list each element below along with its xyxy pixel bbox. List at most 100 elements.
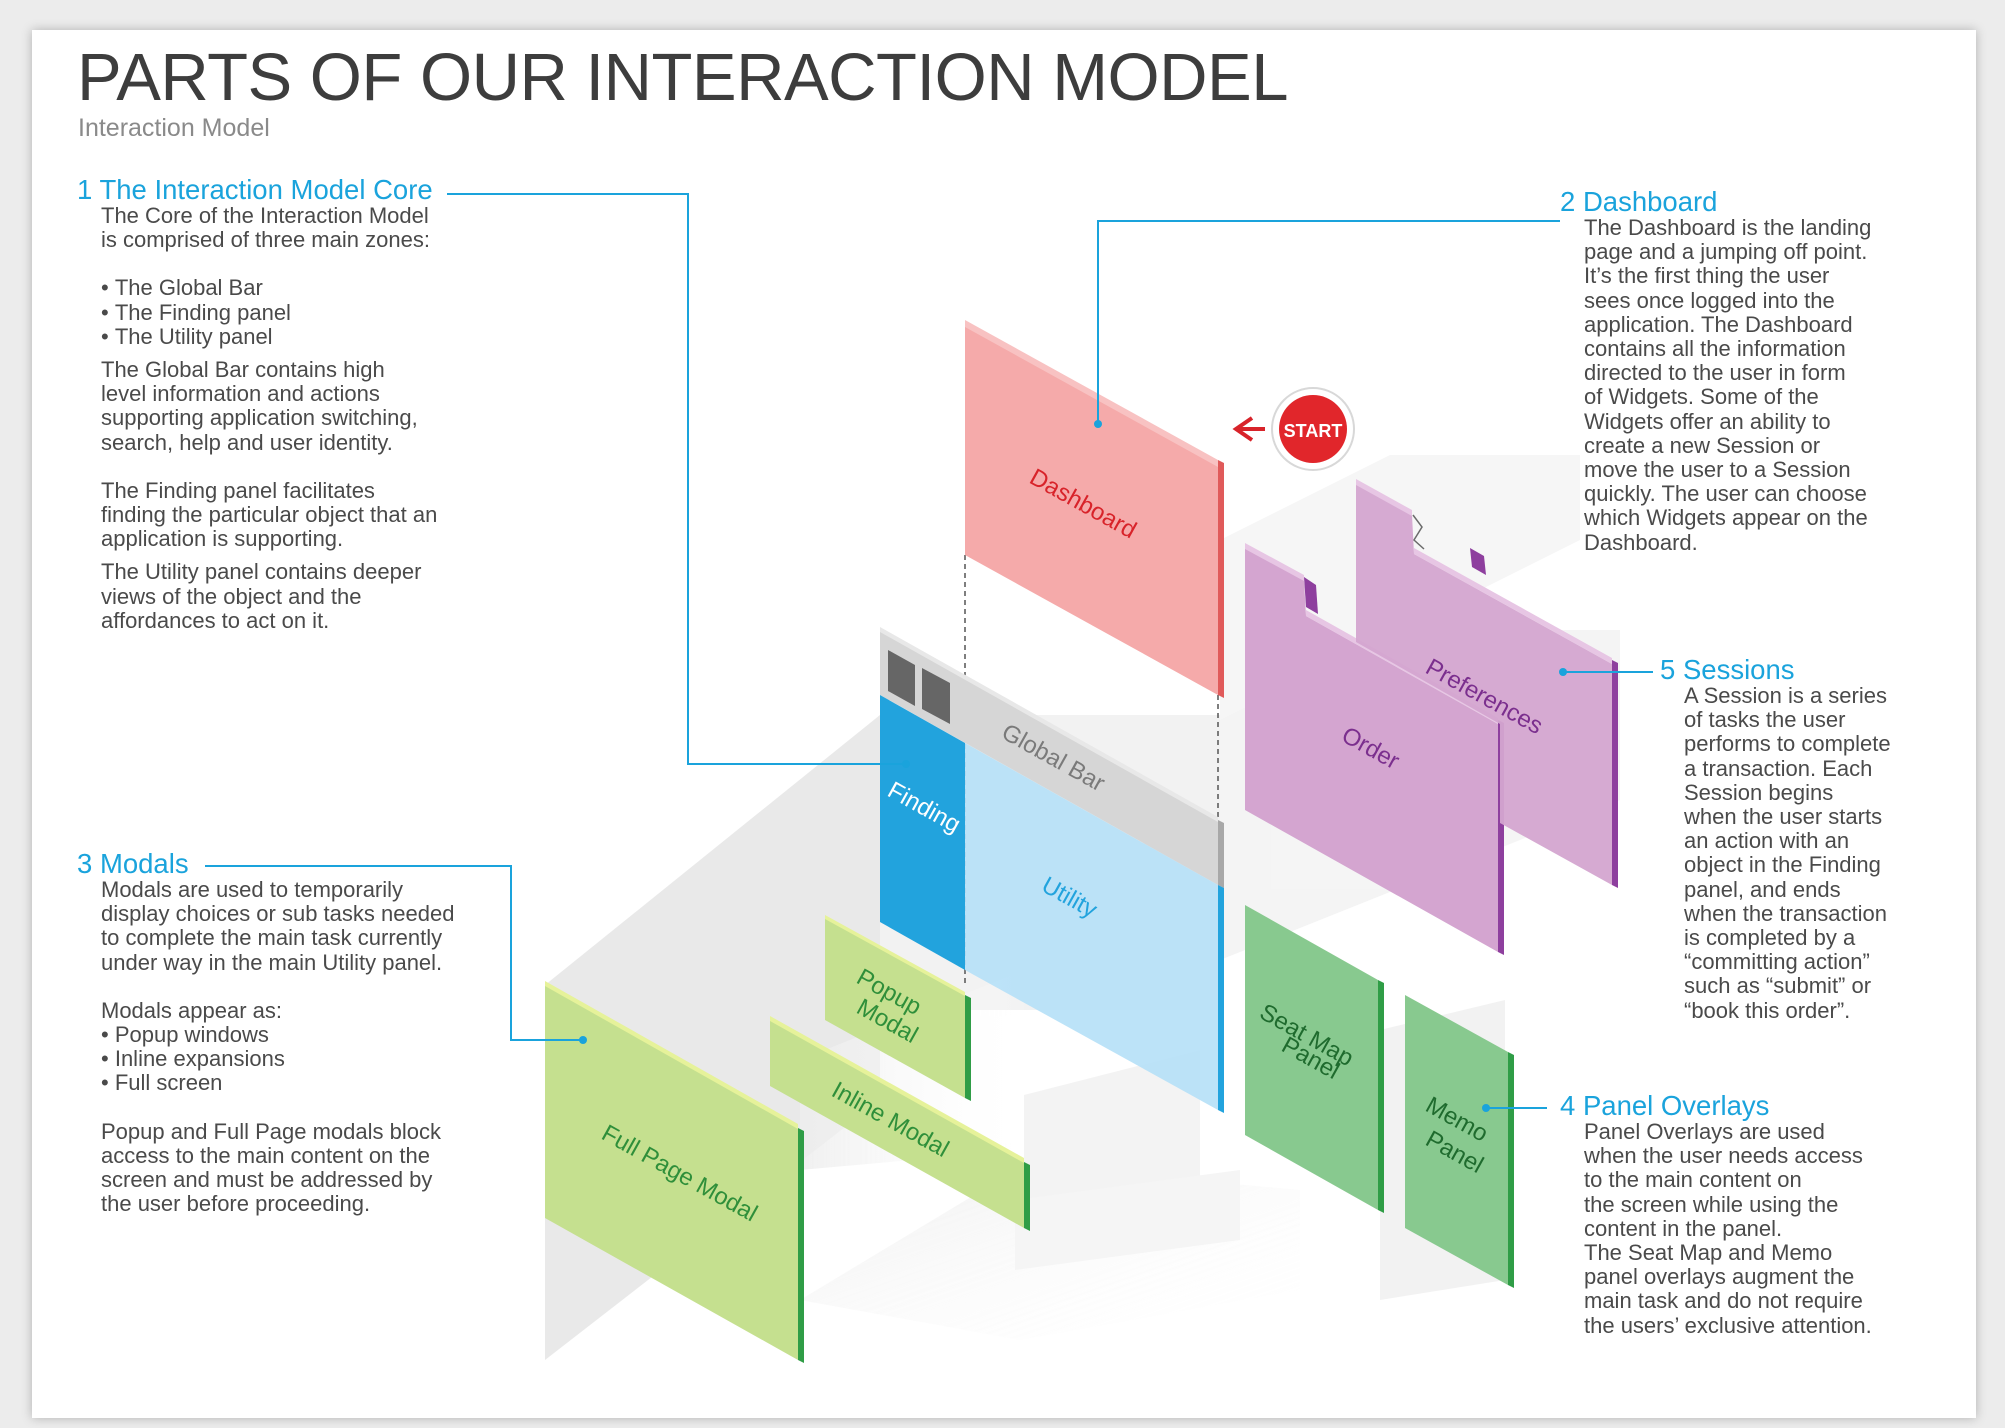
callout-modals-number: 3 <box>77 848 93 879</box>
callout-sessions-body: A Session is a series of tasks the user … <box>1684 683 1891 1023</box>
sessions-text-line: performs to complete <box>1684 731 1891 757</box>
dashboard-text-line: directed to the user in form <box>1584 360 1846 386</box>
callout-sessions-title: Sessions <box>1682 654 1795 685</box>
modals-intro-line: Modals are used to temporarily <box>101 877 404 902</box>
callout-dashboard-title: Dashboard <box>1582 186 1718 217</box>
callout-modals-body: Modals are used to temporarily display c… <box>101 877 455 1217</box>
callout-panel-overlays-heading: 4 Panel Overlays <box>1560 1091 1769 1121</box>
panel-overlays-text-line: the screen while using the <box>1584 1191 1839 1217</box>
core-global-bar-line: supporting application switching, <box>101 405 418 431</box>
core-global-bar-line: The Global Bar contains high <box>101 357 385 383</box>
dashboard-text-line: page and a jumping off point. <box>1584 239 1868 265</box>
page-subtitle: Interaction Model <box>78 114 270 142</box>
modals-outro-line: the user before proceeding. <box>101 1191 371 1217</box>
core-intro-line: is comprised of three main zones: <box>101 227 430 253</box>
panel-overlays-text-line: panel overlays augment the <box>1584 1264 1855 1290</box>
sessions-text-line: a transaction. Each <box>1684 755 1873 781</box>
sessions-text-line: is completed by a <box>1684 925 1856 951</box>
callout-core-body: The Core of the Interaction Model is com… <box>101 203 438 633</box>
dashboard-panel: Dashboard <box>965 320 1224 698</box>
dashboard-text-line: application. The Dashboard <box>1584 311 1853 337</box>
callout-sessions-heading: 5 Sessions <box>1660 655 1795 685</box>
page-title: PARTS OF OUR INTERACTION MODEL <box>77 40 1288 115</box>
sessions-text-line: panel, and ends <box>1684 876 1841 902</box>
dashboard-text-line: Widgets offer an ability to <box>1584 408 1831 434</box>
sessions-text-line: object in the Finding <box>1684 852 1881 878</box>
dashboard-text-line: create a new Session or <box>1584 432 1821 458</box>
panel-overlays-text-line: content in the panel. <box>1584 1215 1783 1241</box>
core-utility-line: affordances to act on it. <box>101 607 330 633</box>
panel-overlays-text-line: main task and do not require <box>1584 1288 1863 1314</box>
dashboard-text-line: Dashboard. <box>1584 529 1698 555</box>
sessions-text-line: of tasks the user <box>1684 707 1846 733</box>
core-global-bar-line: search, help and user identity. <box>101 429 393 455</box>
callout-panel-overlays-title: Panel Overlays <box>1582 1090 1770 1121</box>
core-zone-item: The Global Bar <box>101 276 437 300</box>
start-marker: START <box>1232 387 1355 471</box>
full-page-modal-panel: Full Page Modal <box>545 981 804 1363</box>
popup-modal-panel: Popup Modal <box>825 915 971 1101</box>
core-finding-line: application is supporting. <box>101 526 344 552</box>
callout-core-title: The Interaction Model Core <box>99 174 433 205</box>
dashboard-text-line: The Dashboard is the landing <box>1584 215 1872 240</box>
dashboard-text-line: move the user to a Session <box>1584 457 1851 483</box>
callout-modals-heading: 3 Modals <box>77 849 189 879</box>
sessions-text-line: Session begins <box>1684 779 1834 805</box>
seat-map-panel-overlay: Seat Map Panel <box>1245 905 1384 1213</box>
panel-overlays-text-line: The Seat Map and Memo <box>1584 1240 1833 1266</box>
dashboard-text-line: contains all the information <box>1584 336 1846 362</box>
modals-intro-line: display choices or sub tasks needed <box>101 901 455 927</box>
modals-intro-line: under way in the main Utility panel. <box>101 949 443 975</box>
callout-core-number: 1 <box>77 174 93 205</box>
callout-panel-overlays-number: 4 <box>1560 1090 1576 1121</box>
utility-panel: Utility <box>965 743 1224 1113</box>
panel-overlays-text-line: the users’ exclusive attention. <box>1584 1312 1872 1338</box>
dashboard-text-line: It’s the first thing the user <box>1584 263 1830 289</box>
panel-overlays-text-line: to the main content on <box>1584 1167 1802 1193</box>
sessions-text-line: when the user starts <box>1684 804 1883 830</box>
core-finding-line: finding the particular object that an <box>101 502 438 528</box>
sessions-text-line: when the transaction <box>1684 900 1888 926</box>
modals-outro-line: screen and must be addressed by <box>101 1167 433 1193</box>
dashboard-text-line: which Widgets appear on the <box>1584 505 1868 531</box>
dashboard-text-line: quickly. The user can choose <box>1584 481 1867 507</box>
modals-intro-line: to complete the main task currently <box>101 925 443 951</box>
panel-overlays-text-line: Panel Overlays are used <box>1584 1119 1825 1144</box>
callout-sessions-number: 5 <box>1660 654 1676 685</box>
callout-core-heading: 1 The Interaction Model Core <box>77 175 433 205</box>
app-switcher-icon <box>888 650 915 706</box>
dashboard-text-line: sees once logged into the <box>1584 287 1835 313</box>
leader-lines <box>205 193 1653 1109</box>
callout-panel-overlays-body: Panel Overlays are used when the user ne… <box>1584 1119 1872 1338</box>
modals-appear-as-label: Modals appear as: <box>101 997 282 1023</box>
sessions-text-line: “book this order”. <box>1684 997 1851 1023</box>
callout-dashboard-heading: 2 Dashboard <box>1560 187 1717 217</box>
core-finding-line: The Finding panel facilitates <box>101 477 375 503</box>
modals-outro-line: access to the main content on the <box>101 1142 430 1168</box>
modals-type-item: Inline expansions <box>101 1047 454 1071</box>
modals-type-item: Full screen <box>101 1071 454 1095</box>
app-switcher-icon-2 <box>922 668 950 724</box>
dashboard-text-line: of Widgets. Some of the <box>1584 384 1819 410</box>
start-label: START <box>1284 421 1343 441</box>
sessions-text-line: such as “submit” or <box>1684 973 1872 999</box>
core-zone-item: The Finding panel <box>101 300 437 325</box>
core-utility-line: The Utility panel contains deeper <box>101 559 422 585</box>
panel-overlays-text-line: when the user needs access <box>1584 1143 1863 1169</box>
core-zone-list: The Global Bar The Finding panel The Uti… <box>101 276 437 349</box>
modals-type-item: Popup windows <box>101 1022 454 1047</box>
finding-panel: Finding <box>880 695 965 970</box>
memo-panel-overlay: Memo Panel <box>1405 995 1514 1288</box>
callout-dashboard-body: The Dashboard is the landing page and a … <box>1584 215 1872 555</box>
core-utility-line: views of the object and the <box>101 583 362 609</box>
modals-type-list: Popup windows Inline expansions Full scr… <box>101 1022 454 1096</box>
core-global-bar-line: level information and actions <box>101 381 380 407</box>
core-intro-line: The Core of the Interaction Model <box>101 203 429 228</box>
sessions-text-line: A Session is a series <box>1684 683 1887 708</box>
callout-dashboard-number: 2 <box>1560 186 1576 217</box>
modals-outro-line: Popup and Full Page modals block <box>101 1118 441 1144</box>
leader-dots <box>579 420 1567 1112</box>
core-zone-item: The Utility panel <box>101 324 437 349</box>
sessions-text-line: an action with an <box>1684 828 1850 854</box>
